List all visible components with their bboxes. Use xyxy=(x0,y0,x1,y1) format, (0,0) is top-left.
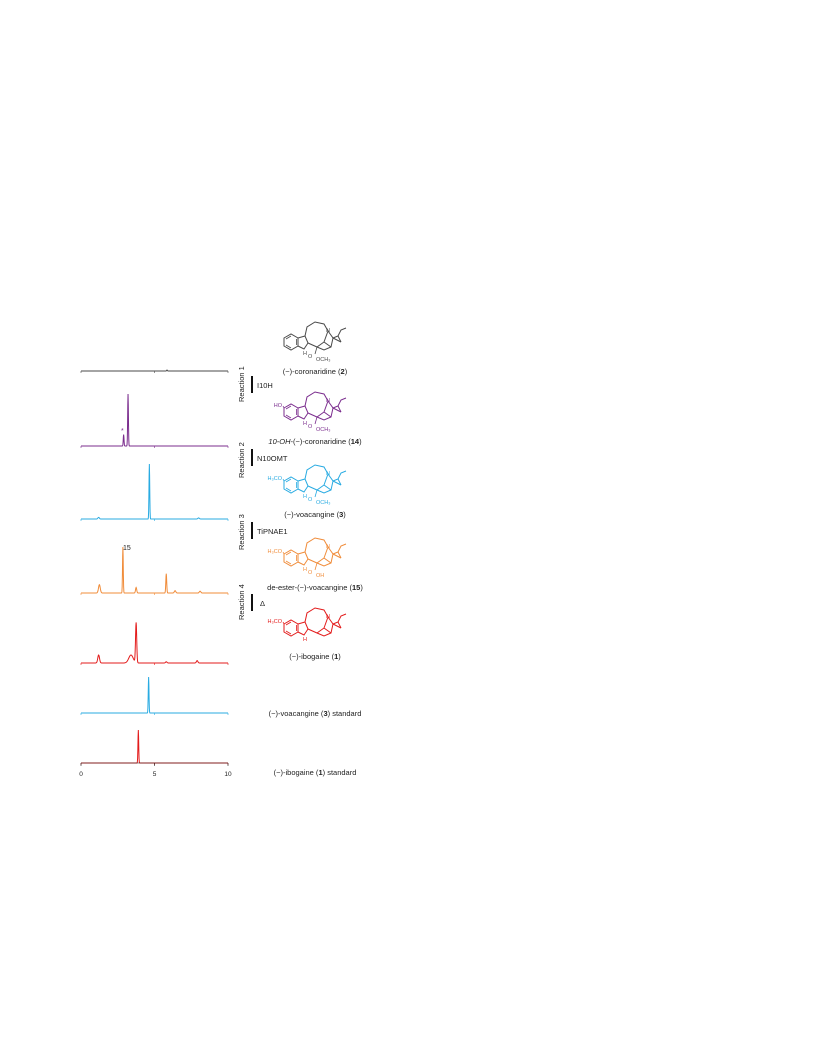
peak-label-15: 15 xyxy=(123,545,131,552)
atom-o: O xyxy=(308,424,313,430)
enzyme-label-2: N10OMT xyxy=(257,454,288,463)
ester-bond xyxy=(314,346,318,355)
ester-bond xyxy=(314,562,318,571)
ester-label: OCH₃ xyxy=(316,427,330,433)
compound-names: (−)-coronaridine (2) 10-OH-(−)-coronarid… xyxy=(267,367,363,777)
compound-name-1: (−)-ibogaine (1) xyxy=(289,652,341,661)
structure-skeleton xyxy=(283,464,347,494)
atom-nh: H xyxy=(303,567,307,573)
enzyme-label-3: TiPNAE1 xyxy=(257,527,288,536)
atom-nh: H xyxy=(303,421,307,427)
substituent-label: H₃CO xyxy=(268,619,283,625)
ester-label: OCH₃ xyxy=(316,357,330,363)
substituent-bond xyxy=(282,621,285,625)
atom-n: N xyxy=(326,398,330,404)
trace-voacangine_standard xyxy=(81,676,228,714)
atom-nh: H xyxy=(303,637,307,643)
x-tick-label-5: 5 xyxy=(153,771,157,778)
substituent-label: H₃CO xyxy=(268,476,283,482)
structure-1: N H H₃CO xyxy=(268,607,347,643)
atom-o: O xyxy=(308,497,313,503)
reaction-labels: Reaction 1 Reaction 2 Reaction 3 Reactio… xyxy=(237,366,246,620)
x-tick-label-10: 10 xyxy=(224,771,232,778)
atom-n: N xyxy=(326,544,330,550)
compound-name-15: de-ester-(−)-voacangine (15) xyxy=(267,583,363,592)
substituent-bond xyxy=(282,551,285,555)
trace-reaction3 xyxy=(81,463,228,520)
compound-name-3: (−)-voacangine (3) xyxy=(284,510,346,519)
substituent-label: H₃CO xyxy=(268,549,283,555)
substituent-bond xyxy=(282,405,285,409)
compound-name-14: 10-OH-(−)-coronaridine (14) xyxy=(268,437,362,446)
peak-label-asterisk: * xyxy=(121,428,124,435)
atom-n: N xyxy=(326,614,330,620)
trace-reaction1 xyxy=(81,369,228,372)
standard-name-1: (−)-ibogaine (1) standard xyxy=(274,768,357,777)
trace-reaction4_product xyxy=(81,622,228,664)
ester-bond xyxy=(314,489,318,498)
ester-bond xyxy=(314,416,318,425)
trace-ibogaine_standard xyxy=(81,729,228,764)
ester-label: OH xyxy=(316,573,324,579)
substituent-label: HO xyxy=(274,403,283,409)
reaction-label-1: Reaction 1 xyxy=(237,366,246,402)
reaction-label-4: Reaction 4 xyxy=(237,584,246,620)
structure-skeleton xyxy=(283,607,347,637)
ester-label: OCH₃ xyxy=(316,500,330,506)
trace-reaction4 xyxy=(81,546,228,594)
structure-skeleton xyxy=(283,391,347,421)
trace-reaction2 xyxy=(81,393,228,447)
structure-skeleton xyxy=(283,321,347,351)
atom-n: N xyxy=(326,471,330,477)
standard-name-3: (−)-voacangine (3) standard xyxy=(269,709,362,718)
substituent-bond xyxy=(282,478,285,482)
enzyme-label-4: Δ xyxy=(260,599,265,608)
reaction-label-2: Reaction 2 xyxy=(237,442,246,478)
atom-o: O xyxy=(308,354,313,360)
compound-name-2: (−)-coronaridine (2) xyxy=(283,367,348,376)
chromatogram-traces xyxy=(80,369,229,765)
atom-n: N xyxy=(326,328,330,334)
structure-skeleton xyxy=(283,537,347,567)
enzyme-steps: I10H N10OMT TiPNAE1 Δ xyxy=(251,376,288,611)
x-tick-label-0: 0 xyxy=(79,771,83,778)
enzyme-label-1: I10H xyxy=(257,381,273,390)
atom-nh: H xyxy=(303,494,307,500)
atom-nh: H xyxy=(303,351,307,357)
x-axis: 0 5 10 xyxy=(79,762,232,778)
reaction-label-3: Reaction 3 xyxy=(237,514,246,550)
atom-o: O xyxy=(308,570,313,576)
